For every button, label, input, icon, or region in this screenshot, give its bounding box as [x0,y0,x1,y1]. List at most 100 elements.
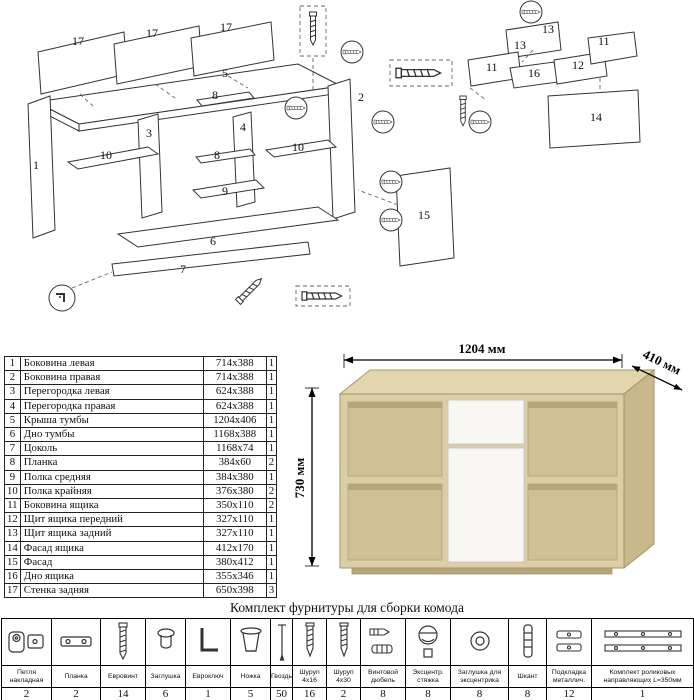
part-qty: 1 [265,427,278,443]
part-num: 2 [4,370,21,386]
screw-detail-icon [301,291,343,301]
part-qty: 1 [265,398,278,414]
hinge-icon [2,619,51,665]
part-size: 624x388 [202,398,267,414]
cap-icon [146,619,185,665]
hardware-item-label: Эксцентр. стяжка [406,665,450,687]
part-num: 7 [4,441,21,457]
part-qty: 1 [265,469,278,485]
drawer-slide-icon [592,619,693,665]
hardware-item-label: Ножка [231,665,270,687]
part-name: Стенка задняя [19,583,204,599]
part-qty: 1 [265,355,278,372]
hardware-kit-title: Комплект фурнитуры для сборки комода [229,600,464,615]
screw-callout-icon [380,171,402,193]
part-num: 16 [4,569,21,585]
part-num: 17 [4,583,21,599]
part-name: Крыша тумбы [19,412,204,429]
part-num: 14 [4,540,21,556]
part-qty: 1 [265,512,278,528]
hardware-item-label: Гвоздь [271,665,292,687]
hex-key-icon [186,619,230,665]
screw-callout-icon [520,1,542,23]
part-num: 4 [4,398,21,414]
hardware-item-qty: 16 [293,687,326,700]
screw-detail-icon [235,275,265,305]
screw-callout-icon [341,41,363,63]
hardware-item-qty: 8 [451,687,508,700]
screw-detail-icon [395,67,442,79]
part-name: Щит ящика задний [19,526,204,542]
part-size: 412x170 [202,540,267,556]
part-name: Перегородка правая [19,398,204,414]
part-qty: 2 [265,455,278,471]
part-name: Цоколь [19,441,204,457]
hardware-item-qty: 8 [406,687,450,700]
part-name: Щит ящика передний [19,512,204,528]
part-qty: 1 [265,554,278,571]
diagram-line-art [27,0,641,312]
part-name: Боковина ящика [19,498,204,514]
screw-detail-icon [459,95,467,127]
part-size: 1204x406 [202,412,267,429]
door-front [447,447,525,563]
part-size: 350x110 [202,498,267,514]
part-size: 384x60 [202,455,267,471]
hardware-item-label: Винтовой дюбель [361,665,405,687]
dowel-screw-icon [361,619,405,665]
part-name: Дно тумбы [19,427,204,443]
part-num: 5 [4,412,21,429]
cam-cap-icon [451,619,508,665]
hardware-item-label: Подкладка металлич. [547,665,591,687]
screw-callout-icon [380,209,402,231]
part-name: Боковина левая [19,355,204,372]
hardware-item-qty: 6 [146,687,185,700]
hardware-item-qty: 2 [52,687,100,700]
drawer-front [447,399,525,445]
hardware-item-label: Шуруп 4x16 [293,665,326,687]
screw-detail-icon [309,11,317,46]
hardware-item-label: Шкант [509,665,546,687]
bracket-callout-icon [48,284,76,312]
part-size: 380x412 [202,554,267,571]
part-size: 1168x388 [202,427,267,443]
hardware-item-label: Шуруп 4x30 [327,665,360,687]
part-name: Полка средняя [19,469,204,485]
hardware-item-label: Петля накладная [2,665,51,687]
part-qty: 1 [265,412,278,429]
screw-icon [327,619,360,665]
hardware-item: Подкладка металлич.12 [546,619,591,700]
part-num: 12 [4,512,21,528]
part-name: Боковина правая [19,370,204,386]
part-num: 13 [4,526,21,542]
cam-lock-icon [406,619,450,665]
hardware-item-qty: 12 [547,687,591,700]
part-num: 15 [4,554,21,571]
part-name: Дно ящика [19,569,204,585]
leg-icon [231,619,270,665]
part-size: 1168x74 [202,441,267,457]
hardware-item-label: Евровинт [101,665,145,687]
part-size: 714x388 [202,355,267,372]
hardware-item-label: Заглушка для эксцентрика [451,665,508,687]
hardware-item-qty: 14 [101,687,145,700]
hardware-item-label: Планка [52,665,100,687]
confirmat-icon [101,619,145,665]
part-name: Фасад ящика [19,540,204,556]
